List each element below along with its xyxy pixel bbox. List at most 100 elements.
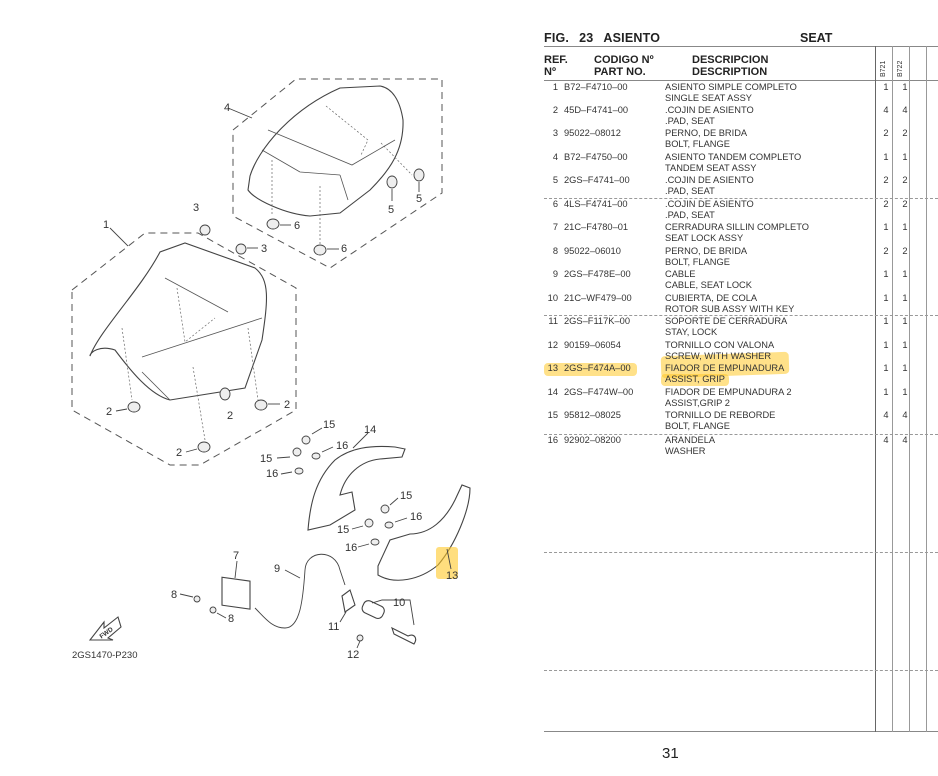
part-number: 95022–06010 [564, 246, 621, 256]
part-number: 95812–08025 [564, 410, 621, 420]
tandem-seat [247, 85, 404, 217]
qty-b721: 1 [883, 363, 889, 373]
table-bottom-rule [544, 731, 938, 732]
qty-b721: 4 [883, 435, 889, 445]
qty-b721: 1 [883, 152, 889, 162]
description-es: FIADOR DE EMPUNADURA [665, 363, 785, 373]
callout-3: 3 [261, 243, 267, 255]
part-number: 92902–08200 [564, 435, 621, 445]
seat-lock-group: 7 8 8 9 11 10 12 [171, 550, 417, 661]
figure-number: 23 [579, 31, 594, 45]
qty-b721: 2 [883, 199, 889, 209]
callout-15: 15 [323, 419, 335, 431]
description-en: .PAD, SEAT [665, 210, 715, 220]
callout-5: 5 [416, 193, 422, 205]
description-es: PERNO, DE BRIDA [665, 246, 748, 256]
figure-title-en: SEAT [800, 31, 833, 45]
qty-b721: 2 [883, 246, 889, 256]
part-number: 2GS–F474W–00 [564, 387, 634, 397]
page-number: 31 [662, 745, 679, 762]
qty-b722: 1 [902, 152, 908, 162]
ref-number: 11 [548, 316, 558, 326]
qty-b722: 1 [902, 293, 908, 303]
header-ref: REF. Nº [544, 54, 568, 78]
description-es: FIADOR DE EMPUNADURA 2 [665, 387, 792, 397]
qty-b721: 4 [883, 410, 889, 420]
ref-number: 9 [552, 269, 558, 279]
key [391, 626, 417, 645]
group-separator [544, 434, 938, 435]
description-es: SOPORTE DE CERRADURA [665, 316, 788, 326]
callout-16: 16 [410, 511, 422, 523]
assist-grips-group: 14 13 15 15 16 16 15 15 16 16 [260, 419, 471, 582]
single-seat [89, 242, 268, 401]
assist-grip [377, 484, 471, 581]
part-number: 2GS–F117K–00 [564, 316, 630, 326]
qty-b722: 1 [902, 316, 908, 326]
header-code-es: CODIGO Nº [594, 54, 654, 66]
description-en: TANDEM SEAT ASSY [665, 163, 757, 173]
ref-number: 12 [547, 340, 558, 350]
description-es: ASIENTO TANDEM COMPLETO [665, 152, 802, 162]
assist-grip-2 [307, 445, 406, 531]
seat-lock [221, 576, 251, 610]
header-model-b722: B722 [897, 60, 904, 77]
qty-b722: 1 [902, 363, 908, 373]
description-en: ASSIST,GRIP 2 [665, 398, 730, 408]
part-number: 21C–F4780–01 [564, 222, 629, 232]
ref-number: 6 [552, 199, 558, 209]
description-es: CABLE [665, 269, 696, 279]
qty-b721: 1 [883, 82, 889, 92]
callout-6: 6 [294, 220, 300, 232]
description-es: PERNO, DE BRIDA [665, 128, 748, 138]
part-number: B72–F4710–00 [564, 82, 628, 92]
header-top-rule [544, 46, 938, 47]
callout-12: 12 [347, 649, 359, 661]
callout-2: 2 [176, 447, 182, 459]
description-en: .PAD, SEAT [665, 186, 715, 196]
header-code-en: PART NO. [594, 66, 646, 78]
callout-2: 2 [227, 410, 233, 422]
qty-b721: 2 [883, 128, 889, 138]
column-divider [892, 46, 893, 732]
qty-b721: 1 [883, 222, 889, 232]
qty-b721: 4 [883, 105, 889, 115]
callout-1: 1 [103, 219, 109, 231]
part-number: 2GS–F4741–00 [564, 175, 630, 185]
lock-rotor [361, 600, 385, 619]
callout-8: 8 [171, 589, 177, 601]
part-number: 21C–WF479–00 [564, 293, 632, 303]
group-separator [544, 670, 938, 671]
callout-3: 3 [193, 202, 199, 214]
ref-number: 4 [552, 152, 558, 162]
callout-16: 16 [266, 468, 278, 480]
header-ref-es: REF. [544, 54, 568, 66]
description-en: .PAD, SEAT [665, 116, 715, 126]
part-number: 2GS–F474A–00 [564, 363, 631, 373]
description-en: SEAT LOCK ASSY [665, 233, 744, 243]
ref-number: 14 [547, 387, 558, 397]
tandem-seat-group: 4 6 6 5 5 [224, 78, 443, 269]
qty-b722: 2 [902, 199, 908, 209]
row-highlight [661, 374, 729, 386]
description-es: .COJIN DE ASIENTO [665, 105, 754, 115]
qty-b722: 4 [902, 435, 908, 445]
header-ref-en: Nº [544, 66, 556, 78]
callout-7: 7 [233, 550, 239, 562]
callout-16: 16 [336, 440, 348, 452]
description: .COJIN DE ASIENTO.PAD, SEAT [665, 175, 754, 197]
